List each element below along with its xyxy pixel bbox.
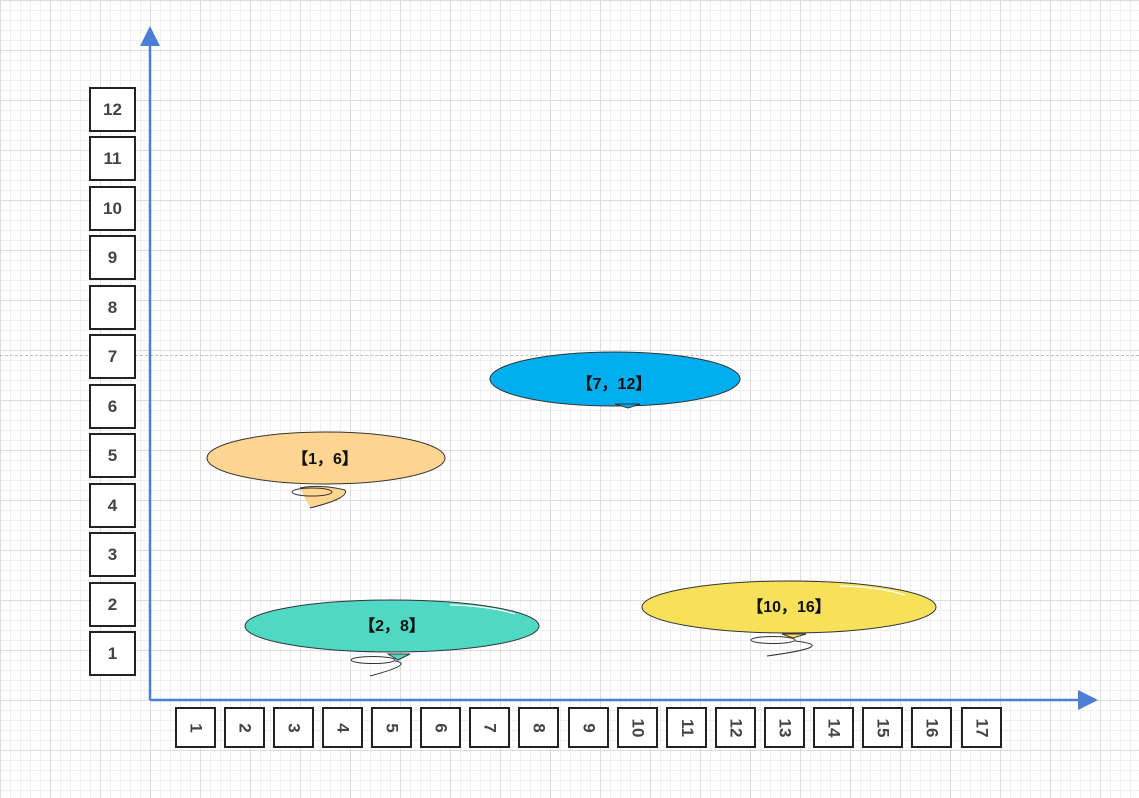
x-tick-box-7: 7	[469, 707, 510, 748]
y-tick-box-7: 7	[89, 334, 136, 379]
balloon-label-10-16: 【10，16】	[747, 599, 831, 616]
y-tick-box-6: 6	[89, 384, 136, 429]
x-tick-box-8: 8	[518, 707, 559, 748]
y-tick-box-1: 1	[89, 631, 136, 676]
x-tick-box-10: 10	[617, 707, 658, 748]
y-tick-box-8: 8	[89, 285, 136, 330]
balloon-label-1-6: 【1，6】	[292, 451, 358, 468]
x-tick-box-5: 5	[371, 707, 412, 748]
balloon-label-7-12: 【7，12】	[576, 376, 652, 393]
y-tick-box-2: 2	[89, 582, 136, 627]
x-tick-box-12: 12	[715, 707, 756, 748]
x-tick-box-15: 15	[862, 707, 903, 748]
y-tick-box-4: 4	[89, 483, 136, 528]
x-tick-box-4: 4	[322, 707, 363, 748]
x-tick-box-11: 11	[666, 707, 707, 748]
x-tick-box-3: 3	[273, 707, 314, 748]
balloon-10-16	[641, 580, 937, 657]
x-tick-box-9: 9	[568, 707, 609, 748]
balloon-1-6	[206, 431, 446, 509]
y-tick-box-3: 3	[89, 532, 136, 577]
y-tick-box-12: 12	[89, 87, 136, 132]
balloon-label-2-8: 【2，8】	[359, 618, 425, 635]
y-tick-box-11: 11	[89, 136, 136, 181]
x-tick-box-1: 1	[175, 707, 216, 748]
x-tick-box-2: 2	[224, 707, 265, 748]
x-tick-box-16: 16	[911, 707, 952, 748]
y-tick-box-5: 5	[89, 433, 136, 478]
y-tick-box-10: 10	[89, 186, 136, 231]
x-tick-box-13: 13	[764, 707, 805, 748]
balloon-2-8	[244, 599, 540, 677]
y-tick-box-9: 9	[89, 235, 136, 280]
x-tick-box-6: 6	[420, 707, 461, 748]
x-tick-box-14: 14	[813, 707, 854, 748]
balloon-7-12	[489, 351, 741, 409]
x-tick-box-17: 17	[961, 707, 1002, 748]
